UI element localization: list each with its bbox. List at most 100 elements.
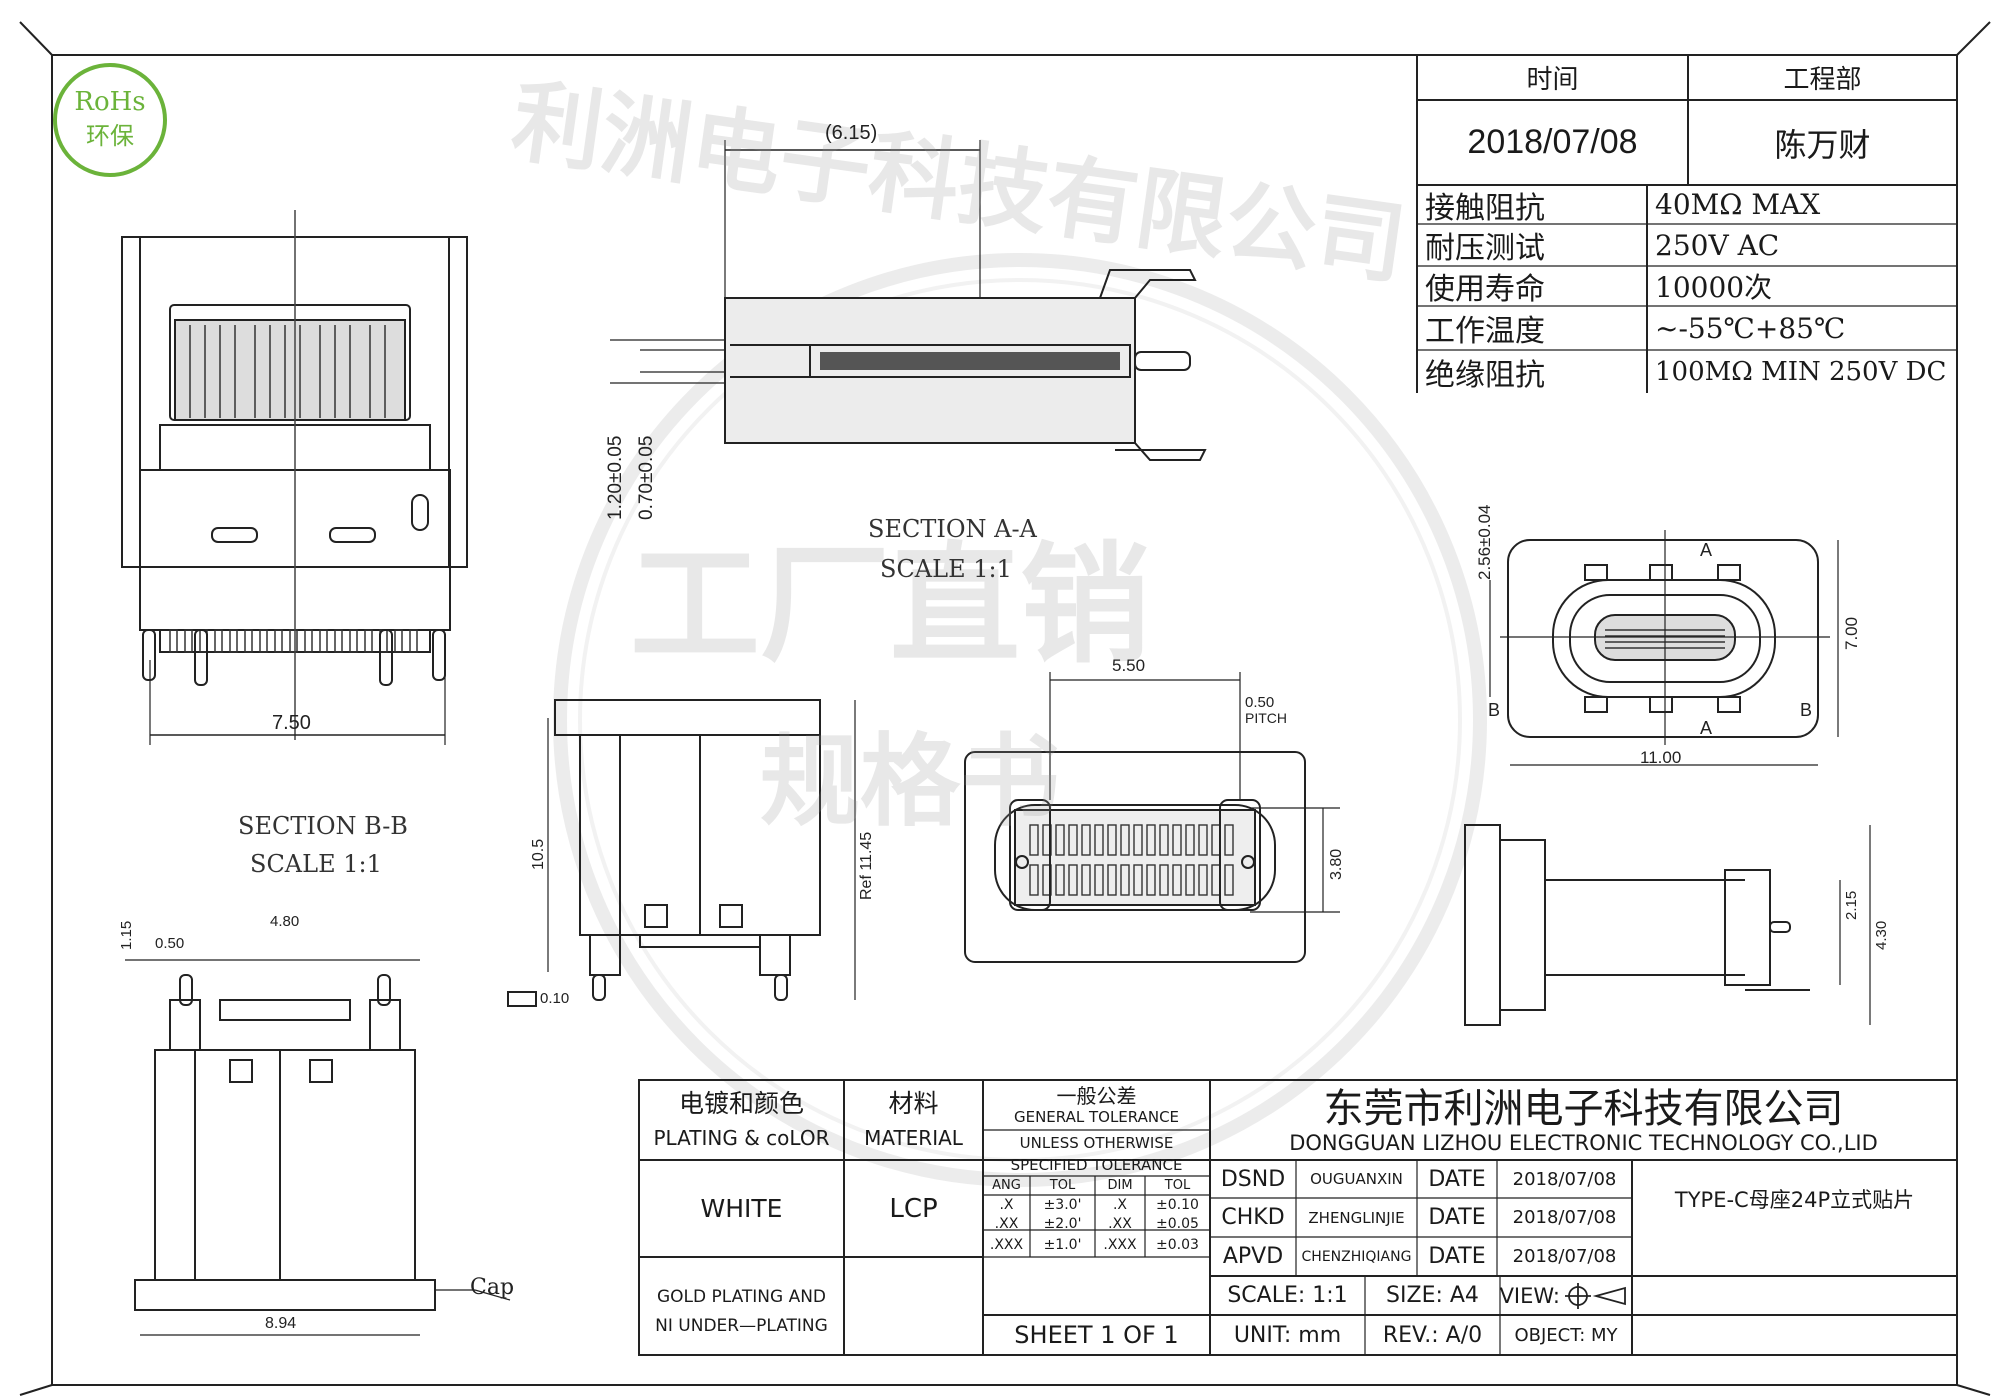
- plating-en-label: PLATING & coLOR: [653, 1126, 830, 1150]
- rev-value: REV.: A/0: [1382, 1322, 1483, 1348]
- material-en-label: MATERIAL: [864, 1126, 963, 1150]
- dsnd-name: OUGUANXIN: [1310, 1170, 1403, 1188]
- chkd-role: CHKD: [1221, 1205, 1285, 1230]
- scale-value: SCALE: 1:1: [1227, 1283, 1348, 1308]
- apvd-date-label: DATE: [1428, 1244, 1486, 1269]
- tol-cell: ±0.03: [1156, 1237, 1199, 1253]
- dsnd-date: 2018/07/08: [1512, 1168, 1617, 1190]
- material-value: LCP: [889, 1193, 938, 1224]
- profile-view: [1464, 824, 1871, 1026]
- material-zh-label: 材料: [888, 1089, 939, 1118]
- section-mark-b-left: B: [1488, 700, 1501, 720]
- tol-header-tol-1: TOL: [1049, 1178, 1076, 1193]
- dim-2-15: 2.15: [1843, 890, 1860, 920]
- chkd-date-label: DATE: [1428, 1205, 1486, 1230]
- dim-11-00: 11.00: [1640, 748, 1682, 767]
- part-name: TYPE-C母座24P立式贴片: [1674, 1187, 1915, 1212]
- rohs-title: RoHs: [74, 87, 146, 117]
- tol-cell: .XX: [1108, 1216, 1132, 1232]
- dim-1-15: 1.15: [118, 920, 135, 950]
- dim-7-50: 7.50: [272, 712, 311, 734]
- company-name-zh: 东莞市利洲电子科技有限公司: [1323, 1086, 1844, 1132]
- plating-line-1: GOLD PLATING AND: [656, 1287, 827, 1307]
- dsnd-date-label: DATE: [1428, 1166, 1486, 1192]
- dim-8-94: 8.94: [265, 1315, 297, 1332]
- engineer-name: 陈万财: [1774, 125, 1871, 164]
- side-view: [507, 699, 856, 1007]
- color-value: WHITE: [700, 1194, 783, 1223]
- unless-otherwise: UNLESS OTHERWISE: [1019, 1133, 1174, 1152]
- specified-tolerance: SPECIFIED TOLERANCE: [1010, 1155, 1183, 1174]
- tol-header-ang: ANG: [992, 1178, 1021, 1193]
- tol-cell: ±2.0': [1043, 1216, 1082, 1232]
- dim-0-70: 0.70±0.05: [636, 435, 657, 520]
- section-bb-scale: SCALE 1:1: [250, 850, 382, 878]
- tol-header-tol-2: TOL: [1164, 1178, 1191, 1193]
- spec-value-voltage: 250V AC: [1655, 228, 1780, 262]
- unit-value: UNIT: mm: [1233, 1322, 1342, 1348]
- tol-cell: .XX: [994, 1216, 1019, 1232]
- header-date: 2018/07/08: [1467, 123, 1638, 161]
- section-bb-view: [125, 959, 511, 1336]
- title-block-grid: [638, 1079, 1958, 1356]
- dim-ref-11-45: Ref 11.45: [858, 831, 875, 900]
- spec-key-contact: 接触阻抗: [1425, 190, 1545, 226]
- dim-6-15: (6.15): [825, 122, 878, 144]
- tol-cell: .XXX: [989, 1237, 1024, 1253]
- dept-label: 工程部: [1783, 65, 1862, 95]
- section-aa-title: SECTION A-A: [868, 515, 1037, 543]
- pitch-label: PITCH: [1245, 710, 1287, 726]
- time-label: 时间: [1526, 65, 1579, 95]
- tol-cell: ±3.0': [1043, 1197, 1082, 1213]
- apvd-name: CHENZHIQIANG: [1301, 1248, 1412, 1265]
- tol-cell: .X: [1112, 1197, 1128, 1213]
- object-value: OBJECT: MY: [1514, 1324, 1618, 1346]
- spec-value-temp: ~-55℃+85℃: [1655, 311, 1846, 345]
- dim-7-00: 7.00: [1842, 616, 1861, 650]
- dim-10-5: 10.5: [530, 838, 547, 870]
- sheet-count: SHEET 1 OF 1: [1014, 1321, 1179, 1349]
- dim-0-10: 0.10: [540, 990, 570, 1007]
- dim-0-50-pitch: 0.50: [1245, 694, 1275, 711]
- spec-key-life: 使用寿命: [1425, 272, 1545, 307]
- dim-0-50: 0.50: [155, 935, 185, 952]
- tol-cell: .XXX: [1103, 1237, 1137, 1253]
- section-bb-title: SECTION B-B: [238, 812, 408, 840]
- apvd-date: 2018/07/08: [1512, 1246, 1617, 1267]
- view-label: VIEW:: [1499, 1283, 1560, 1308]
- tol-cell: ±0.10: [1156, 1197, 1199, 1213]
- tolerance-en-label: GENERAL TOLERANCE: [1013, 1108, 1180, 1126]
- spec-value-insulation: 100MΩ MIN 250V DC: [1655, 356, 1947, 387]
- top-view: [1489, 530, 1839, 766]
- dim-2-56: 2.56±0.04: [1475, 504, 1494, 580]
- plating-zh-label: 电镀和颜色: [678, 1089, 804, 1118]
- dsnd-role: DSND: [1220, 1166, 1286, 1192]
- tol-header-dim: DIM: [1107, 1178, 1133, 1193]
- rohs-badge-ring: [53, 63, 167, 177]
- section-mark-a-bottom: A: [1700, 718, 1713, 738]
- section-mark-b-right: B: [1800, 700, 1813, 720]
- spec-value-life: 10000次: [1655, 271, 1773, 304]
- company-name-en: DONGGUAN LIZHOU ELECTRONIC TECHNOLOGY CO…: [1289, 1131, 1878, 1155]
- dim-5-50: 5.50: [1112, 656, 1146, 675]
- spec-value-contact: 40MΩ MAX: [1655, 188, 1821, 221]
- pad-view: [964, 672, 1340, 963]
- projection-symbol: [1565, 1283, 1626, 1309]
- chkd-date: 2018/07/08: [1512, 1207, 1617, 1228]
- chkd-name: ZHENGLINJIE: [1308, 1208, 1405, 1227]
- header-table-grid: [1416, 54, 1958, 393]
- cap-label: Cap: [470, 1275, 515, 1300]
- front-view: [121, 210, 468, 745]
- dim-4-30: 4.30: [1873, 920, 1890, 950]
- dim-3-80: 3.80: [1328, 848, 1345, 880]
- dim-1-20: 1.20±0.05: [605, 435, 626, 520]
- section-aa-scale: SCALE 1:1: [880, 555, 1012, 583]
- apvd-role: APVD: [1222, 1244, 1284, 1269]
- section-aa-view: [610, 140, 1207, 461]
- rohs-subtitle: 环保: [86, 121, 134, 150]
- spec-key-insulation: 绝缘阻抗: [1425, 357, 1545, 393]
- dim-4-80: 4.80: [270, 913, 300, 930]
- section-mark-a-top: A: [1700, 540, 1713, 560]
